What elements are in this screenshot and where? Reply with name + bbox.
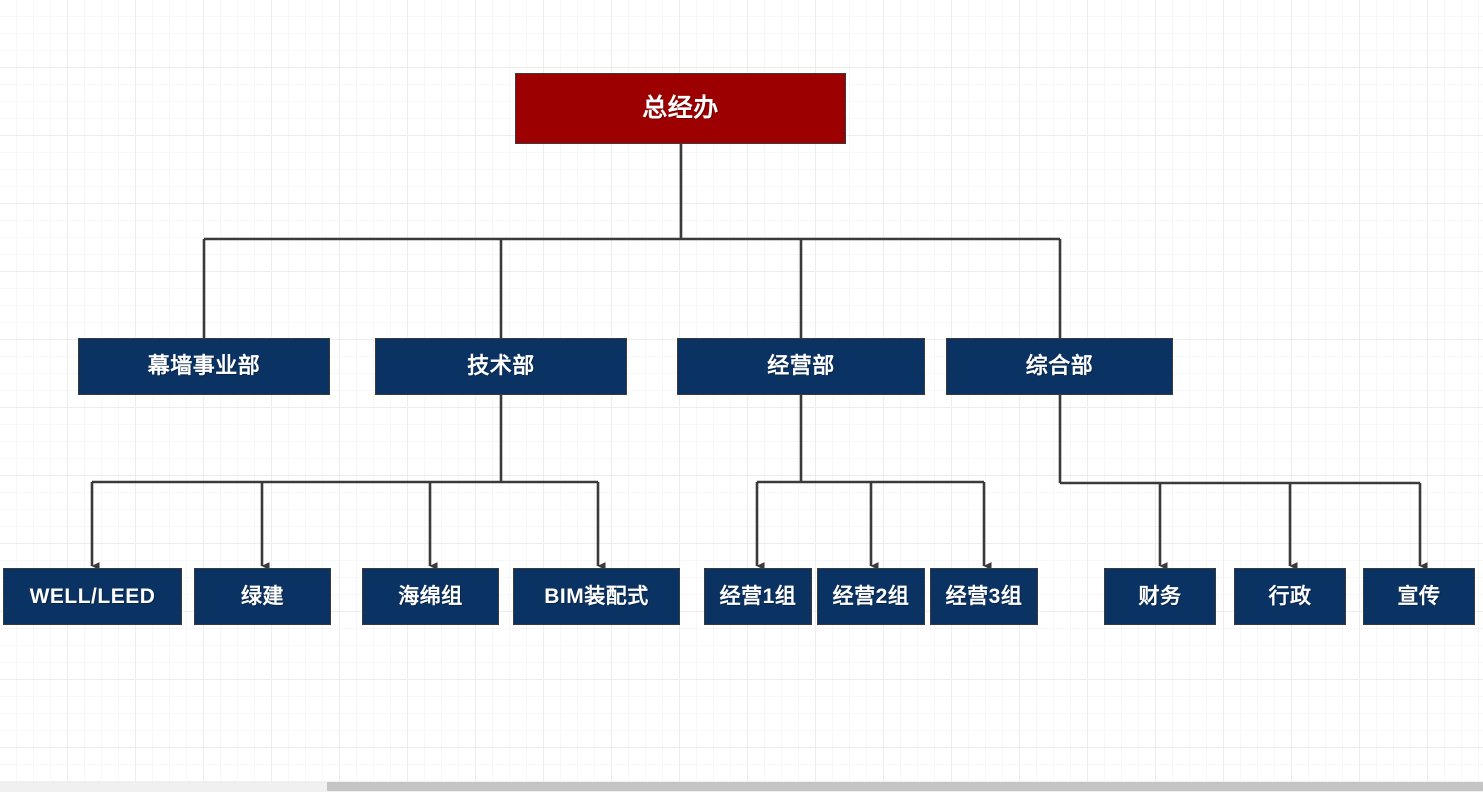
org-node-ops-group-3[interactable]: 经营3组 <box>930 568 1038 625</box>
org-node-operations[interactable]: 经营部 <box>677 338 925 395</box>
org-node-root[interactable]: 总经办 <box>515 73 846 144</box>
org-node-label: 海绵组 <box>398 584 463 608</box>
org-node-label: 技术部 <box>467 353 535 379</box>
org-node-administration[interactable]: 行政 <box>1234 568 1346 625</box>
org-node-ops-group-1[interactable]: 经营1组 <box>704 568 812 625</box>
org-node-bim-prefab[interactable]: BIM装配式 <box>513 568 680 625</box>
horizontal-scrollbar-thumb[interactable] <box>327 782 1483 791</box>
org-node-label: 经营部 <box>767 353 835 379</box>
org-node-label: 综合部 <box>1025 353 1094 379</box>
org-node-sponge-group[interactable]: 海绵组 <box>362 568 499 625</box>
org-node-label: 经营2组 <box>832 584 910 608</box>
org-node-label: WELL/LEED <box>29 584 156 608</box>
org-node-label: 总经办 <box>642 93 719 122</box>
org-node-label: 行政 <box>1268 584 1312 608</box>
org-node-label: 财务 <box>1138 584 1182 608</box>
org-node-label: BIM装配式 <box>544 584 649 608</box>
org-node-technology[interactable]: 技术部 <box>375 338 627 395</box>
org-node-label: 绿建 <box>241 584 284 608</box>
org-node-curtain-wall[interactable]: 幕墙事业部 <box>78 338 330 395</box>
org-node-label: 幕墙事业部 <box>147 353 261 379</box>
org-node-general-affairs[interactable]: 综合部 <box>946 338 1173 395</box>
org-node-ops-group-2[interactable]: 经营2组 <box>817 568 925 625</box>
org-node-green-building[interactable]: 绿建 <box>194 568 331 625</box>
org-node-well-leed[interactable]: WELL/LEED <box>3 568 182 625</box>
org-node-finance[interactable]: 财务 <box>1104 568 1216 625</box>
org-node-publicity[interactable]: 宣传 <box>1363 568 1475 625</box>
org-node-label: 宣传 <box>1397 584 1441 608</box>
org-node-label: 经营1组 <box>719 584 797 608</box>
org-node-label: 经营3组 <box>945 584 1023 608</box>
